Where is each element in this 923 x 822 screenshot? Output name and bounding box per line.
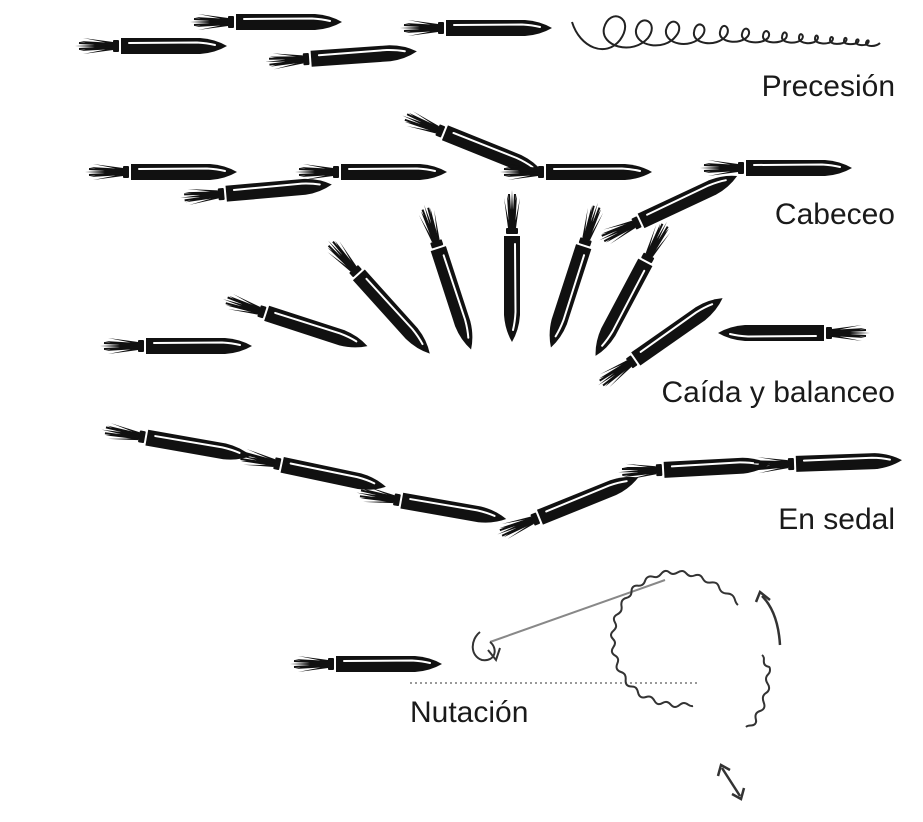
arrow-icon: [748, 451, 904, 475]
small-loop-icon: [471, 631, 496, 662]
rotation-arrow-icon: [761, 595, 782, 646]
label-fishtail: En sedal: [778, 503, 895, 536]
arrow-icon: [699, 159, 853, 177]
arrow-icon: [99, 337, 253, 355]
pitch-row: [84, 107, 853, 249]
wavy-circle-icon: [609, 569, 739, 709]
wavy-arc-icon: [745, 654, 772, 728]
arrow-icon: [294, 163, 448, 181]
arrow-icon: [99, 420, 254, 465]
arrow-icon: [189, 13, 343, 31]
arrow-icon: [499, 163, 653, 181]
label-pitch: Cabeceo: [774, 198, 895, 231]
arrow-icon: [178, 175, 334, 207]
arrow-icon: [493, 469, 643, 543]
arrow-icon: [542, 199, 607, 351]
arrow-icon: [616, 455, 772, 482]
arrow-icon: [354, 483, 509, 528]
label-nutation: Nutación: [410, 696, 529, 729]
precession-row: [74, 13, 881, 71]
small-arrowhead-icon: [487, 647, 501, 663]
pointer-line: [489, 579, 666, 643]
double-arrow-icon: [720, 767, 742, 797]
arrow-icon: [503, 189, 521, 343]
arrow-icon: [234, 446, 389, 496]
arrowhead-icon: [731, 787, 746, 801]
arrow-icon: [399, 19, 553, 37]
arrow-icon: [74, 37, 228, 55]
arrowhead-icon: [716, 763, 731, 777]
label-yaw: Caída y balanceo: [661, 376, 896, 409]
arrowhead-icon: [754, 589, 771, 603]
label-precession: Precesión: [761, 70, 895, 103]
arrow-icon: [289, 655, 443, 673]
arrow-icon: [84, 163, 238, 181]
arrow-icon: [415, 201, 480, 353]
arrow-icon: [263, 42, 419, 71]
yaw-row: [99, 189, 871, 393]
spiral-path-icon: [571, 15, 881, 51]
arrow-icon: [717, 324, 871, 342]
arrow-icon: [594, 167, 742, 249]
nutation-figure: [289, 569, 782, 801]
